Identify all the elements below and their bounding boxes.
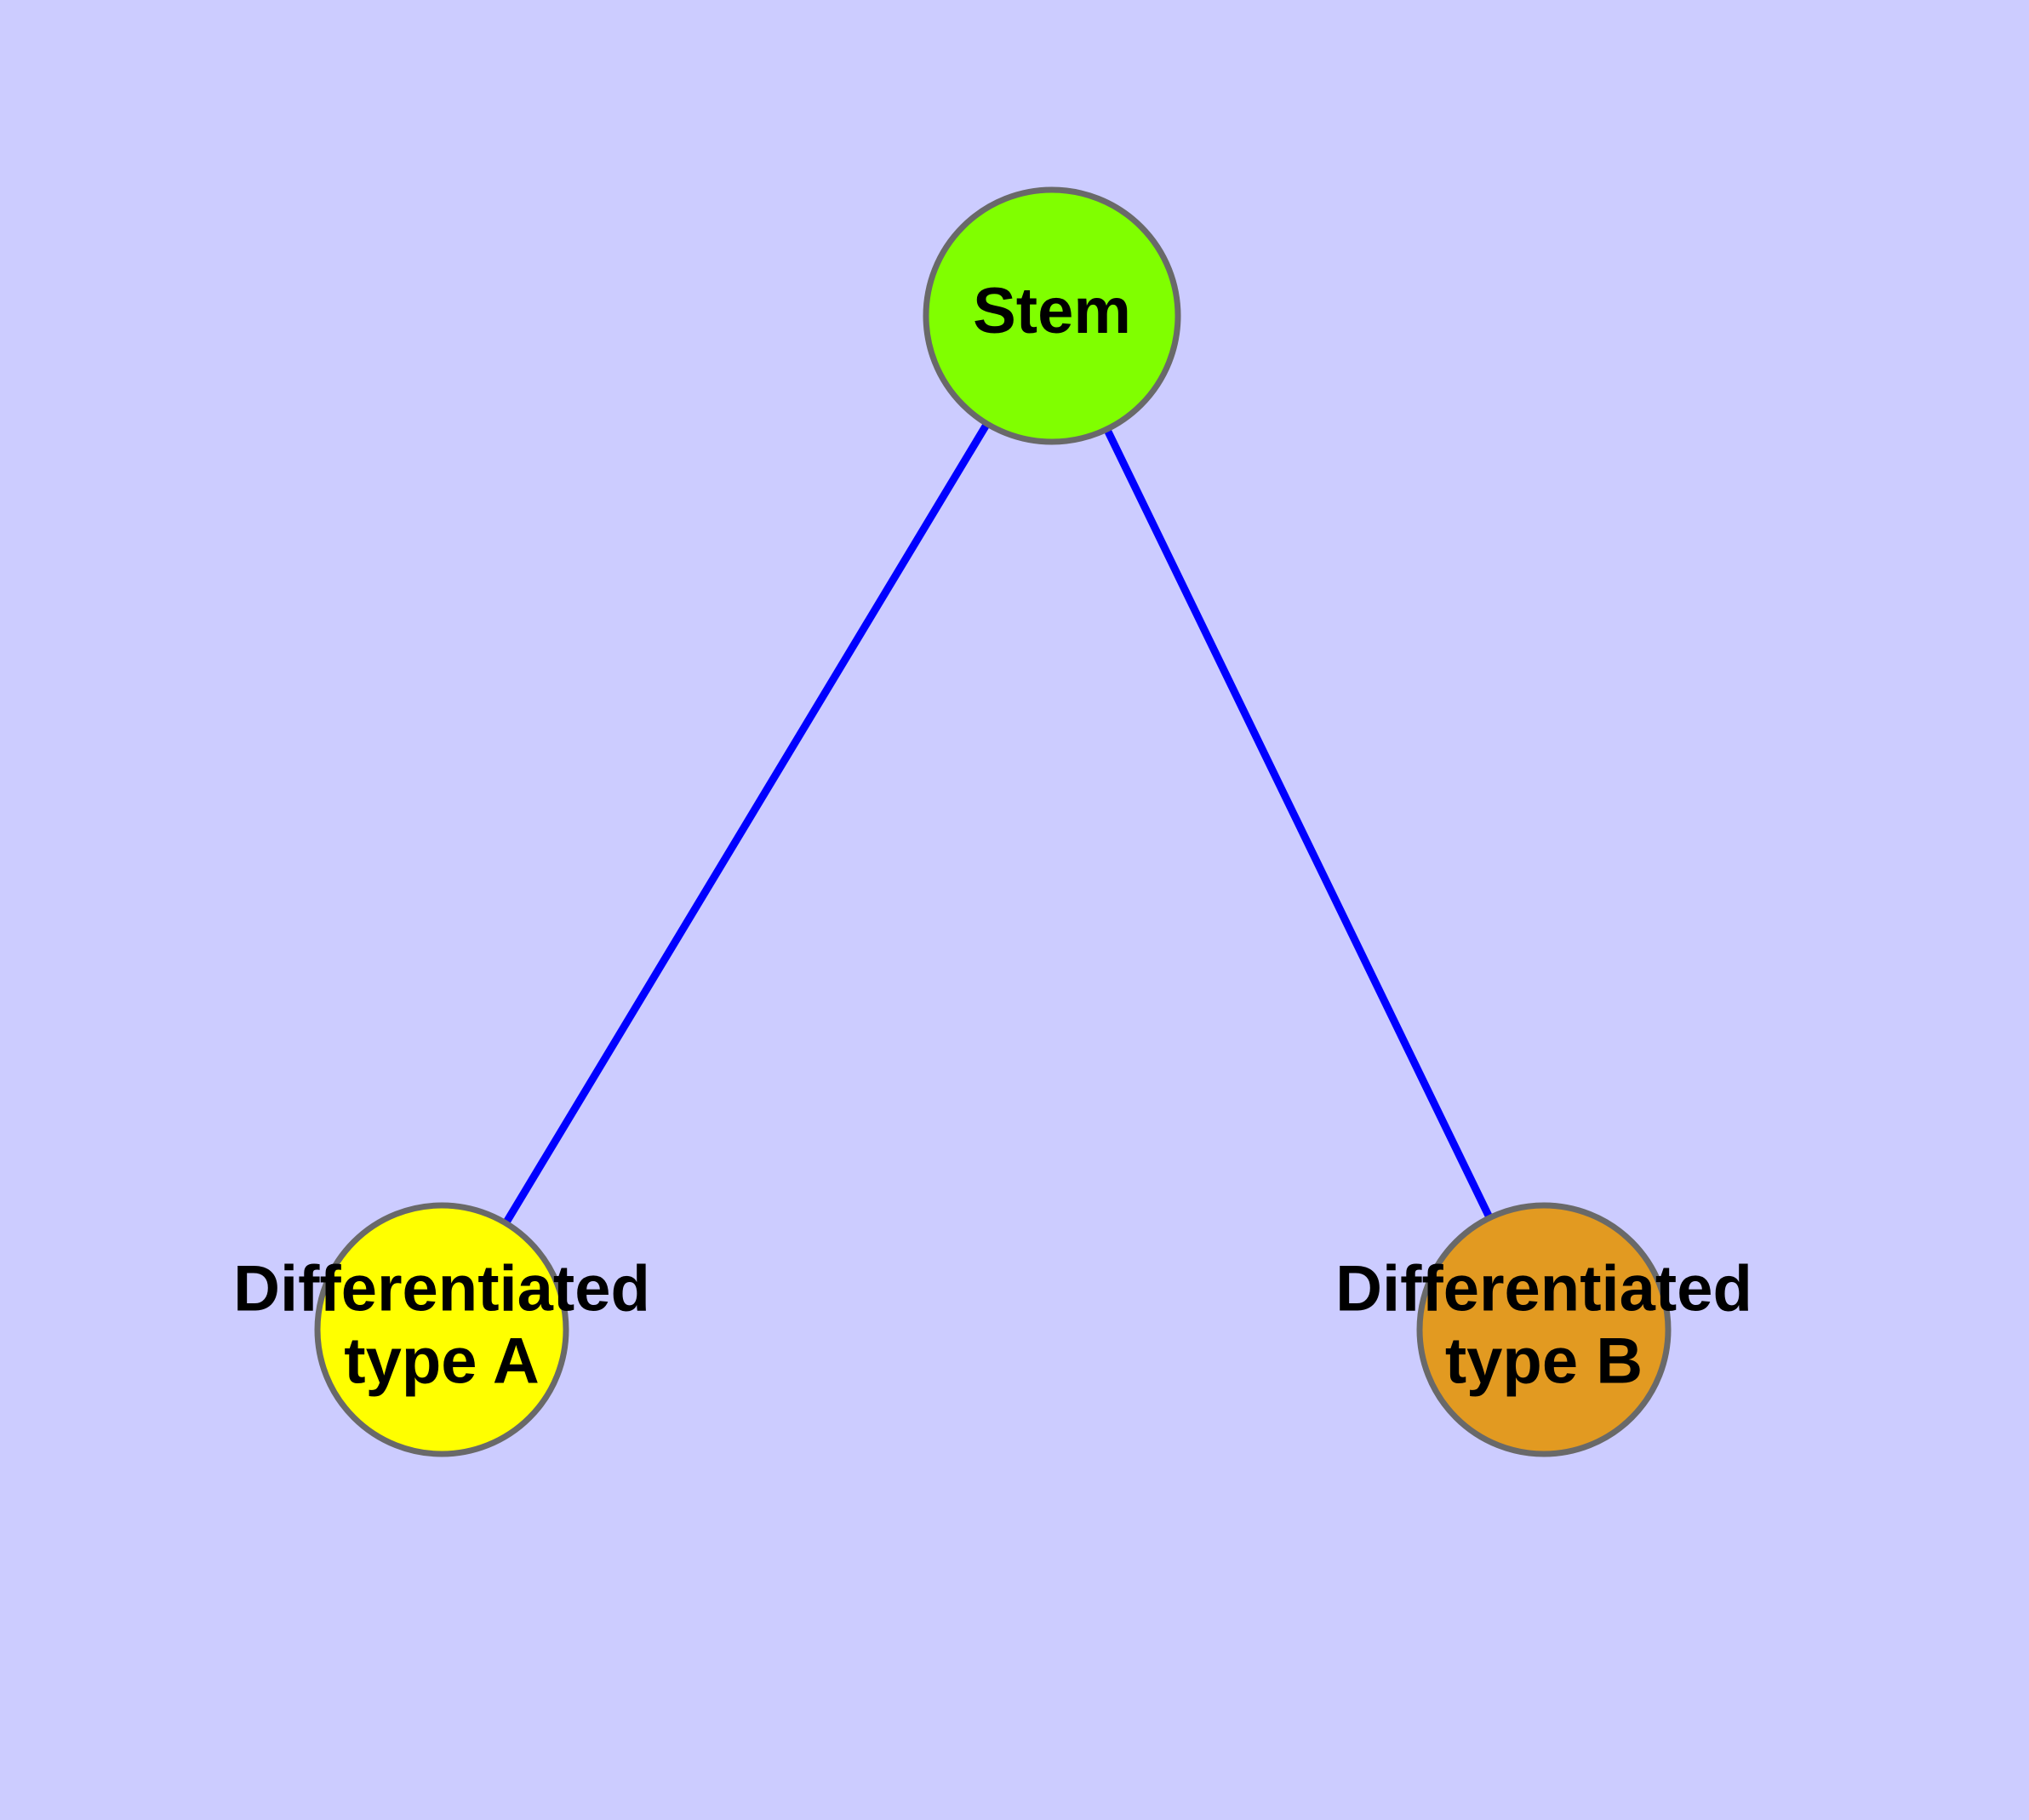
node-diff_a[interactable] [314,1202,569,1457]
edge-stem-diff-b [1104,428,1493,1218]
node-stem[interactable] [923,186,1181,445]
edge-stem-diff-a [503,423,990,1224]
node-label-line: Stem [973,275,1131,347]
node-label-stem: Stem [973,275,1131,347]
node-label-line: type A [344,1325,539,1398]
edges-layer [503,423,1493,1224]
nodes-layer [314,186,1672,1457]
node-label-line: type B [1445,1325,1643,1398]
node-diff_b[interactable] [1416,1202,1672,1457]
node-label-line: Differentiated [1335,1253,1752,1325]
node-label-line: Differentiated [233,1253,650,1325]
